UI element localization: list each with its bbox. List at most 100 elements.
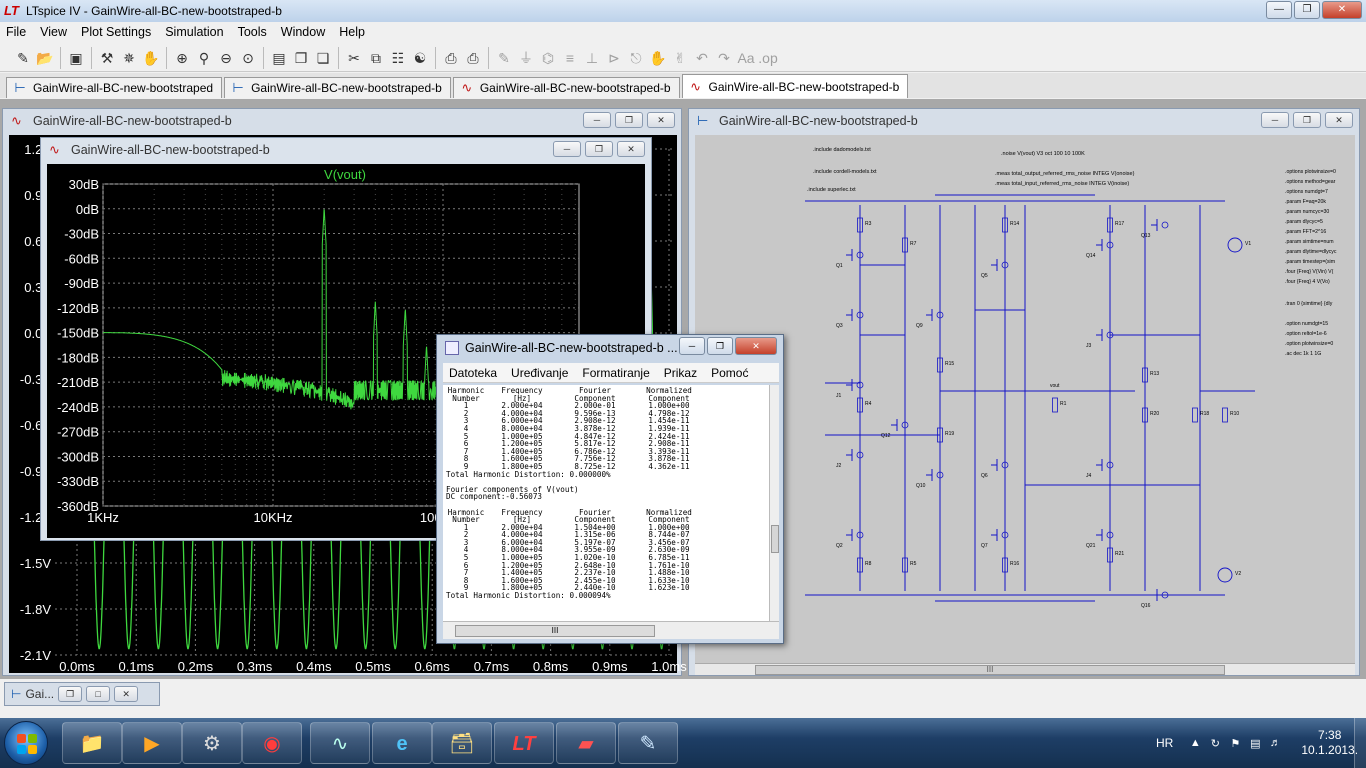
print-setup-icon[interactable]: ⎙ bbox=[445, 49, 457, 66]
component-label[interactable]: R3 bbox=[865, 221, 872, 227]
flag-icon[interactable]: ⚑ bbox=[1230, 737, 1241, 750]
component-label[interactable]: Q16 bbox=[1141, 603, 1151, 609]
print-icon[interactable]: ⎙ bbox=[467, 49, 479, 66]
component-label[interactable]: V2 bbox=[1235, 571, 1241, 577]
doc-tab-4[interactable]: ∿ GainWire-all-BC-new-bootstraped-b bbox=[681, 74, 909, 98]
spice-directive[interactable]: .include superlec.txt bbox=[807, 187, 856, 193]
net-label[interactable]: vout bbox=[1050, 383, 1060, 389]
resistor-symbol[interactable] bbox=[1002, 557, 1008, 573]
transistor-symbol[interactable] bbox=[1161, 591, 1169, 599]
transistor-symbol[interactable] bbox=[856, 251, 864, 259]
transistor-symbol[interactable] bbox=[856, 311, 864, 319]
transistor-symbol[interactable] bbox=[1106, 531, 1114, 539]
component-label[interactable]: R14 bbox=[1010, 221, 1019, 227]
taskbar-browser[interactable]: ◉ bbox=[242, 722, 302, 764]
spice-option[interactable]: .option numdgt=15 bbox=[1285, 321, 1328, 327]
transistor-symbol[interactable] bbox=[1161, 221, 1169, 229]
resistor-symbol[interactable] bbox=[1142, 367, 1148, 383]
menu-simulation[interactable]: Simulation bbox=[165, 25, 224, 39]
minimize-button[interactable]: ─ bbox=[553, 141, 581, 157]
save-icon[interactable]: ▣ bbox=[69, 49, 83, 66]
spice-option[interactable]: .four {Freq} 4 V(Vo) bbox=[1285, 279, 1330, 285]
component-label[interactable]: R17 bbox=[1115, 221, 1124, 227]
component-label[interactable]: R16 bbox=[1010, 561, 1019, 567]
run-icon[interactable]: ✵ bbox=[123, 49, 135, 66]
resistor-symbol[interactable] bbox=[1107, 547, 1113, 563]
spice-option[interactable]: .options plotwinsize=0 bbox=[1285, 169, 1336, 175]
component-label[interactable]: R10 bbox=[1230, 411, 1239, 417]
scroll-thumb[interactable]: III bbox=[455, 625, 655, 637]
component-icon[interactable]: ⎋ bbox=[630, 49, 642, 66]
control-panel-icon[interactable]: ⚒ bbox=[100, 49, 114, 66]
minimize-button[interactable]: ─ bbox=[583, 112, 611, 128]
close-button[interactable]: ✕ bbox=[617, 141, 645, 157]
component-label[interactable]: V1 bbox=[1245, 241, 1251, 247]
taskbar-scope[interactable]: ∿ bbox=[310, 722, 370, 764]
transistor-symbol[interactable] bbox=[936, 471, 944, 479]
schematic-svg[interactable]: .include dadomodels.txt.include cordell-… bbox=[695, 135, 1355, 663]
menu-datoteka[interactable]: Datoteka bbox=[449, 365, 498, 380]
component-label[interactable]: J3 bbox=[1086, 343, 1092, 349]
component-label[interactable]: R13 bbox=[1150, 371, 1159, 377]
spice-option[interactable]: .option reltol=1e-6 bbox=[1285, 331, 1327, 337]
spice-option[interactable]: .param numcyc=30 bbox=[1285, 209, 1329, 215]
restore-button[interactable]: ❐ bbox=[585, 141, 613, 157]
spice-directive[interactable]: .include cordell-models.txt bbox=[813, 169, 877, 175]
spice-directive[interactable]: .noise V(vout) V3 oct 100 10 100K bbox=[1001, 151, 1085, 157]
minimize-button[interactable]: — bbox=[1266, 1, 1292, 19]
spice-option[interactable]: .option plotwinsize=0 bbox=[1285, 341, 1333, 347]
taskbar-ltspice[interactable]: LT bbox=[494, 722, 554, 764]
resistor-symbol[interactable] bbox=[1192, 407, 1198, 423]
component-label[interactable]: R5 bbox=[910, 561, 917, 567]
component-label[interactable]: R19 bbox=[945, 431, 954, 437]
horizontal-scrollbar[interactable]: III bbox=[443, 621, 779, 639]
component-label[interactable]: Q13 bbox=[1141, 233, 1151, 239]
maximize-button[interactable]: □ bbox=[86, 686, 111, 702]
cut-icon[interactable]: ✂ bbox=[348, 49, 360, 66]
transistor-symbol[interactable] bbox=[1106, 241, 1114, 249]
transistor-symbol[interactable] bbox=[1106, 331, 1114, 339]
spice-option[interactable]: .param FFT=2^16 bbox=[1285, 229, 1326, 235]
component-label[interactable]: R18 bbox=[1200, 411, 1209, 417]
menu-file[interactable]: File bbox=[6, 25, 27, 39]
taskbar-internet-explorer[interactable]: e bbox=[372, 722, 432, 764]
close-button[interactable]: ✕ bbox=[114, 686, 139, 702]
spice-option[interactable]: .tran 0 {simtime} {dly bbox=[1285, 301, 1333, 307]
component-label[interactable]: Q1 bbox=[836, 263, 843, 269]
minimize-button[interactable]: ─ bbox=[1261, 112, 1289, 128]
tile-h-icon[interactable]: ▤ bbox=[272, 49, 286, 66]
transistor-symbol[interactable] bbox=[1001, 261, 1009, 269]
vertical-scrollbar[interactable] bbox=[769, 385, 779, 621]
horizontal-scrollbar[interactable]: III bbox=[695, 663, 1355, 675]
component-label[interactable]: Q7 bbox=[981, 543, 988, 549]
transistor-symbol[interactable] bbox=[856, 381, 864, 389]
zoom-out-icon[interactable]: ⊖ bbox=[220, 49, 232, 66]
menu-tools[interactable]: Tools bbox=[237, 25, 267, 39]
transistor-symbol[interactable] bbox=[936, 311, 944, 319]
component-label[interactable]: R1 bbox=[1060, 401, 1067, 407]
maximize-button[interactable]: ❐ bbox=[1294, 1, 1320, 19]
resistor-symbol[interactable] bbox=[857, 557, 863, 573]
component-label[interactable]: J4 bbox=[1086, 473, 1092, 479]
menu-prikaz[interactable]: Prikaz bbox=[663, 365, 698, 380]
language-indicator[interactable]: HR bbox=[1156, 736, 1174, 750]
transistor-symbol[interactable] bbox=[1001, 531, 1009, 539]
spice-directive[interactable]: .meas total_input_referred_rms_noise INT… bbox=[995, 181, 1129, 187]
resistor-symbol[interactable] bbox=[857, 397, 863, 413]
transistor-symbol[interactable] bbox=[856, 531, 864, 539]
resistor-symbol[interactable] bbox=[902, 237, 908, 253]
component-label[interactable]: Q2 bbox=[836, 543, 843, 549]
component-label[interactable]: J1 bbox=[836, 393, 842, 399]
close-button[interactable]: ✕ bbox=[735, 337, 777, 355]
halt-icon[interactable]: ✋ bbox=[142, 49, 160, 66]
doc-tab-2[interactable]: ⊢ GainWire-all-BC-new-bootstraped-b bbox=[224, 77, 451, 98]
component-label[interactable]: Q5 bbox=[981, 273, 988, 279]
text-icon[interactable]: Aa bbox=[737, 49, 755, 66]
spice-option[interactable]: .ac dec 1k 1 1G bbox=[1285, 351, 1321, 357]
minimize-button[interactable]: ─ bbox=[679, 337, 705, 355]
resistor-symbol[interactable] bbox=[1002, 217, 1008, 233]
binoculars-icon[interactable]: ☯ bbox=[413, 49, 427, 66]
show-desktop-button[interactable] bbox=[1354, 718, 1366, 768]
schematic-canvas[interactable]: .include dadomodels.txt.include cordell-… bbox=[695, 135, 1355, 663]
taskbar-joystick[interactable]: ⚙ bbox=[182, 722, 242, 764]
